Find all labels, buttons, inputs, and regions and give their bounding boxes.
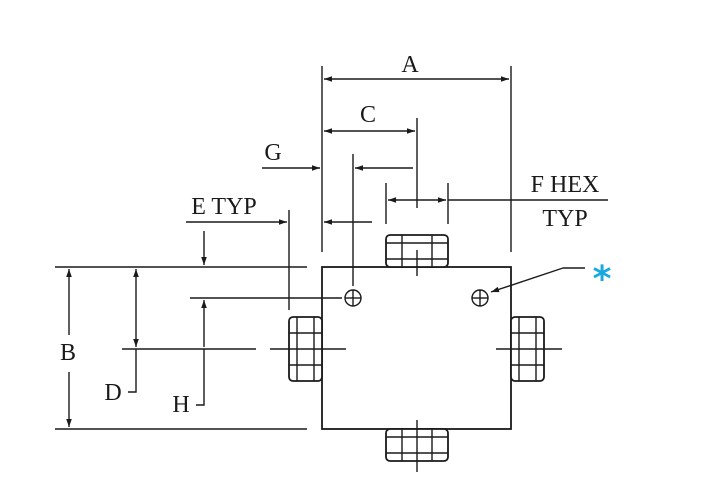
- label-b: B: [60, 340, 76, 366]
- valve-body: [321, 266, 512, 430]
- mounting-hole-left: [344, 289, 362, 307]
- label-d: D: [104, 380, 121, 406]
- asterisk-note-icon: *: [593, 259, 612, 300]
- asterisk-arrow: [490, 267, 564, 293]
- label-a: A: [401, 52, 419, 78]
- label-h: H: [172, 392, 189, 418]
- label-f-hex: F HEX: [531, 172, 600, 198]
- label-g: G: [264, 140, 281, 166]
- extension-lines: [55, 66, 512, 430]
- mounting-hole-right: [471, 289, 489, 307]
- label-f-typ: TYP: [542, 206, 587, 232]
- label-e-typ: E TYP: [191, 194, 257, 220]
- label-c: C: [360, 102, 376, 128]
- center-lines: [122, 118, 562, 472]
- dimension-d-leader: [128, 349, 137, 393]
- dimension-h-leader: [196, 349, 205, 406]
